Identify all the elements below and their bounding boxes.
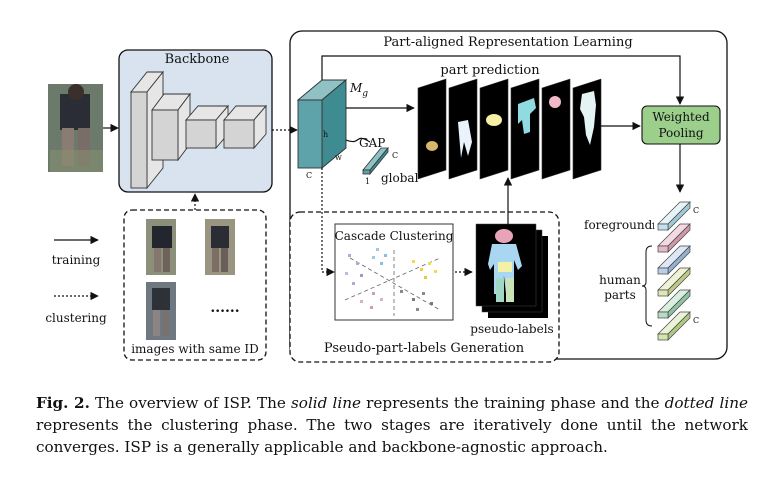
foreground-dim-c: C — [693, 206, 699, 215]
caption-text-1: The overview of ISP. The — [89, 394, 291, 412]
weighted-pooling-box — [641, 105, 721, 145]
pseudo-labels-label: pseudo-labels — [470, 322, 553, 336]
part-bar-1 — [657, 223, 691, 253]
global-dim-c: C — [392, 151, 398, 160]
dim-h-label: h — [323, 130, 328, 139]
isp-overview-diagram: Backbone Part-aligned Representation Lea… — [45, 30, 728, 363]
caption-dotted-line: dotted line — [664, 394, 749, 412]
parts-dim-c: C — [693, 316, 699, 325]
legend-training-label: training — [52, 253, 101, 267]
diagram-canvas: Backbone Part-aligned Representation Lea… — [45, 30, 728, 363]
part-rep-title: Part-aligned Representation Learning — [383, 35, 632, 50]
legend-clustering-label: clustering — [45, 311, 107, 325]
pseudo-label-maps — [475, 223, 548, 318]
figure-caption: Fig. 2. The overview of ISP. The solid l… — [36, 392, 748, 458]
cascade-clustering-label: Cascade Clustering — [335, 229, 454, 243]
thumb-1 — [146, 219, 176, 275]
human-parts-line1: human — [599, 273, 641, 287]
features-to-pooling-arrow — [321, 55, 685, 105]
same-id-images-box — [123, 209, 267, 361]
caption-text-3: represents the clustering phase. The two… — [36, 416, 748, 456]
part-prediction-maps — [417, 78, 602, 180]
output-feature-bars — [657, 201, 691, 341]
part-bar-3 — [657, 267, 691, 297]
input-person-image — [48, 84, 103, 172]
human-parts-line2: parts — [604, 288, 636, 302]
foreground-bar — [657, 201, 691, 231]
pseudo-part-gen-label: Pseudo-part-labels Generation — [324, 341, 525, 356]
caption-text-2: represents the training phase and the — [360, 394, 665, 412]
thumb-2 — [205, 219, 235, 275]
figure-number: Fig. 2. — [36, 394, 90, 412]
weighted-pooling-line2: Pooling — [658, 126, 703, 140]
human-parts-brace — [641, 245, 653, 327]
part-bar-5 — [657, 311, 691, 341]
dim-w-label: w — [335, 153, 342, 162]
gap-label: GAP — [359, 136, 385, 150]
images-same-id-label: images with same ID — [131, 342, 259, 356]
thumb-3 — [146, 282, 176, 340]
foreground-label: foreground — [584, 218, 653, 232]
features-to-clustering-dotted — [321, 168, 335, 277]
global-feature-bar — [362, 146, 389, 176]
backbone-blocks — [130, 70, 267, 190]
weighted-pooling-line1: Weighted — [652, 110, 710, 124]
more-images-dots: ...... — [210, 300, 239, 316]
same-id-thumbnails — [146, 219, 235, 340]
caption-solid-line: solid line — [291, 394, 361, 412]
part-prediction-label: part prediction — [440, 63, 540, 78]
backbone-label: Backbone — [165, 52, 230, 67]
part-bar-4 — [657, 289, 691, 319]
mg-label: Mg — [349, 81, 368, 99]
cluster-scatter — [344, 248, 441, 316]
part-bar-2 — [657, 245, 691, 275]
foreground-dim-1: 1 — [651, 222, 656, 231]
global-label: global — [381, 171, 419, 185]
feature-map-cuboid — [296, 79, 348, 169]
gap-curve — [345, 137, 371, 143]
global-dim-1: 1 — [365, 177, 370, 186]
dim-c-label: C — [306, 171, 312, 180]
